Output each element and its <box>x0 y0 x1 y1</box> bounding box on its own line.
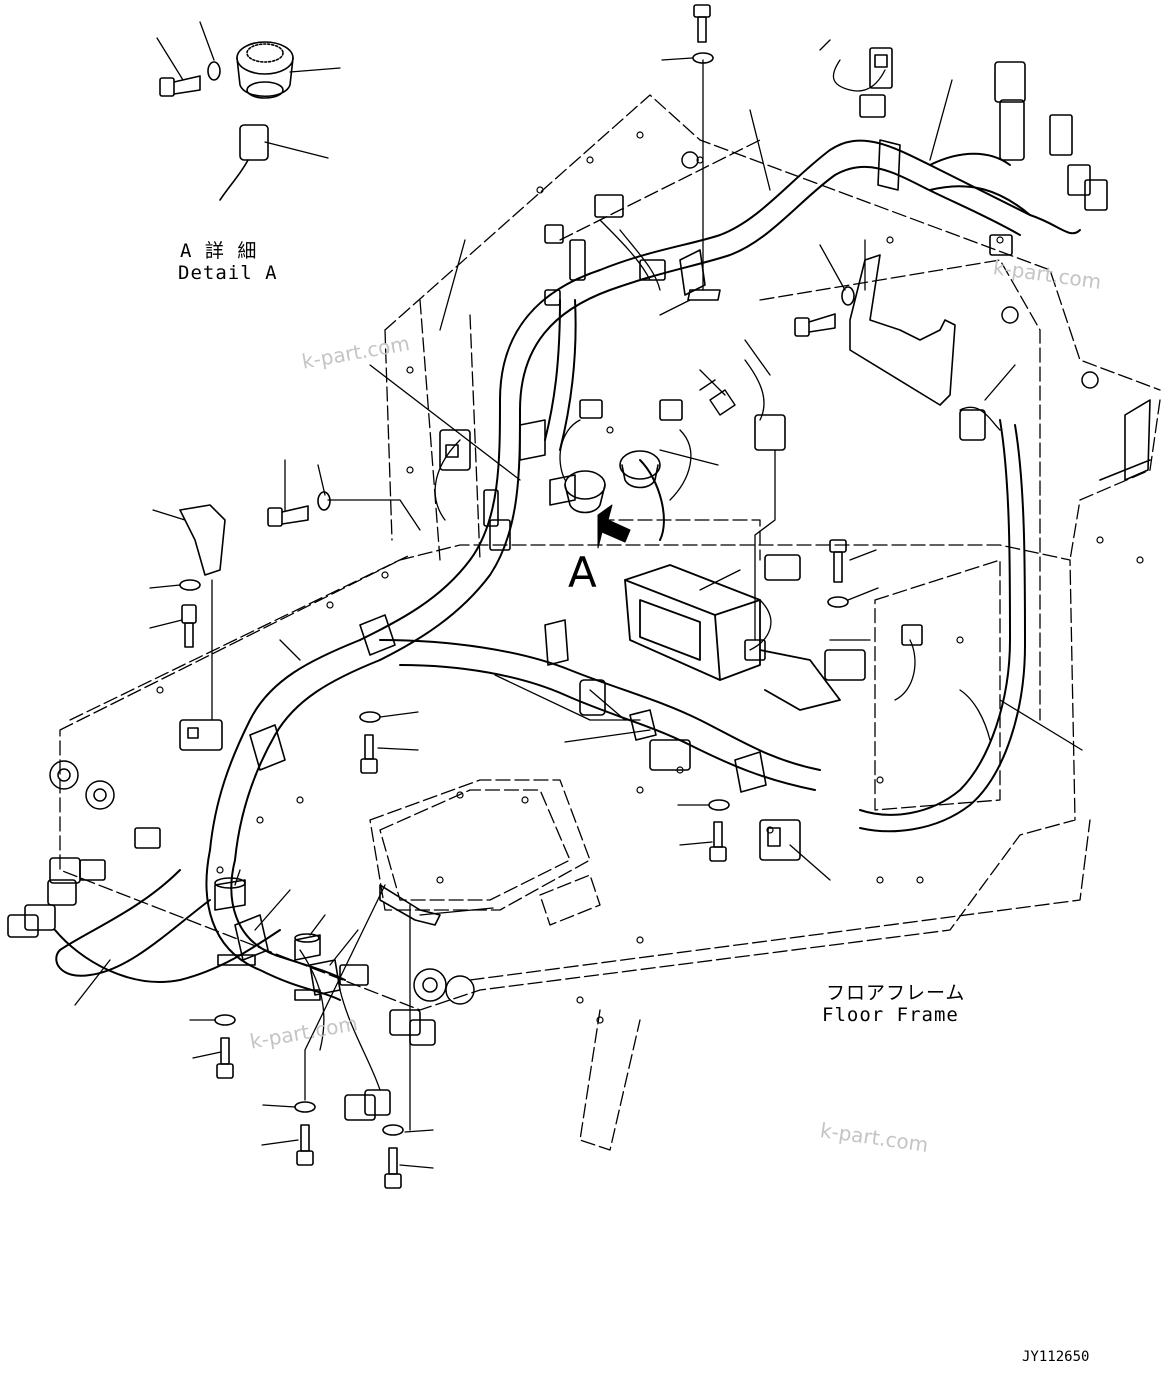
detail-a-title-en: Detail A <box>178 262 278 284</box>
connectors <box>7 47 1108 1121</box>
main-harness <box>54 139 1081 1001</box>
view-a-arrow <box>597 504 631 549</box>
thin-wires <box>299 39 1001 1091</box>
detail-a-title-jp: A 詳 細 <box>180 240 258 262</box>
brackets <box>179 254 1151 576</box>
fuse-box <box>624 564 841 711</box>
mounting-dots <box>156 131 1144 1024</box>
view-marker-a: A <box>568 548 597 597</box>
frame-lugs <box>49 151 1099 1005</box>
harness-clip <box>699 379 736 416</box>
drawing-code: JY112650 <box>1022 1349 1090 1365</box>
floor-frame-label-jp: フロアフレーム <box>826 982 966 1004</box>
harness-clamps <box>217 139 901 1001</box>
floor-frame-label-en: Floor Frame <box>822 1004 959 1026</box>
floor-frame-outline <box>59 94 1161 1151</box>
leader-lines <box>74 21 1083 1169</box>
